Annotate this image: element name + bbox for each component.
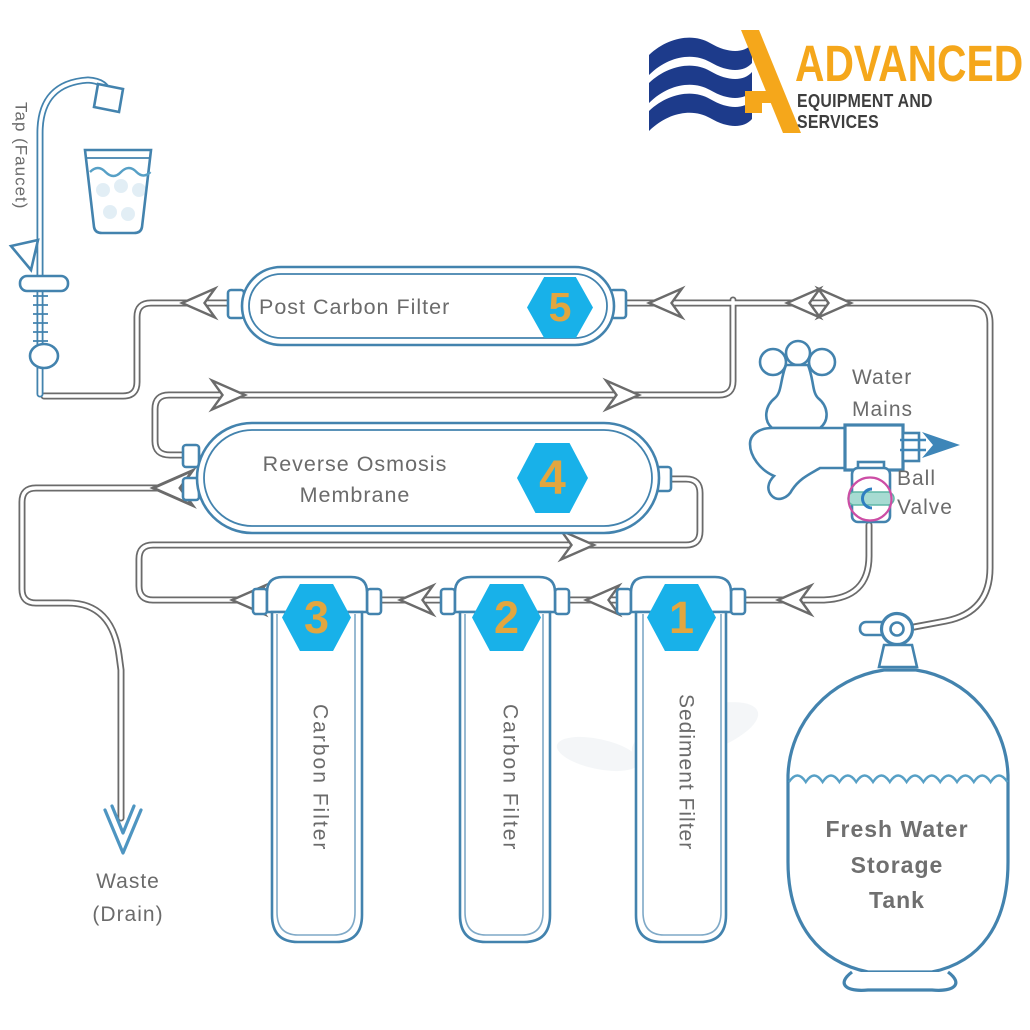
tank-label-line2: Storage (850, 851, 944, 878)
tank-label-line1: Fresh Water (825, 816, 969, 842)
ball-valve-icon (847, 460, 895, 524)
ro-membrane-label-line1: Reverse Osmosis (262, 452, 448, 476)
stage-4-number: 4 (539, 451, 566, 505)
water-mains-faucet-icon (748, 339, 960, 501)
ro-membrane-label-line2: Membrane (299, 482, 411, 507)
water-mains-label: Water Mains (852, 362, 913, 425)
post-carbon-filter-label: Post Carbon Filter (259, 295, 451, 319)
sediment-filter-1-label: Sediment Filter (674, 694, 698, 851)
water-glass-icon (83, 148, 153, 235)
water-mains-label-line1: Water (852, 366, 913, 389)
logo-waves-icon (649, 30, 801, 133)
ro-membrane-label: Reverse Osmosis Membrane (222, 449, 488, 510)
carbon-filter-2-label: Carbon Filter (498, 704, 522, 852)
brand-tagline: EQUIPMENT AND SERVICES (797, 91, 933, 132)
tap-faucet-icon (8, 76, 125, 398)
storage-tank-icon (786, 611, 1010, 992)
ball-valve-label-line1: Ball (897, 467, 937, 490)
tap-faucet-label: Tap (Faucet) (11, 102, 31, 210)
waste-drain-label-line1: Waste (96, 870, 160, 893)
waste-drain-label: Waste (Drain) (53, 866, 203, 931)
water-mains-label-line2: Mains (852, 397, 914, 421)
tank-label-line3: Tank (869, 887, 925, 914)
stage-3-number: 3 (303, 591, 330, 643)
brand-name: ADVANCED (795, 35, 1024, 92)
stage-1-number: 1 (668, 591, 695, 643)
stage-2-number: 2 (493, 591, 520, 643)
carbon-filter-3-label: Carbon Filter (308, 704, 332, 852)
ball-valve-label-line2: Valve (897, 496, 953, 520)
ball-valve-label: Ball Valve (897, 464, 953, 523)
stage-5-number: 5 (548, 284, 572, 330)
waste-arrow-icon (103, 804, 143, 855)
waste-drain-label-line2: (Drain) (92, 902, 164, 926)
post-carbon-filter-housing (226, 265, 628, 347)
tank-label: Fresh Water Storage Tank (797, 812, 997, 919)
